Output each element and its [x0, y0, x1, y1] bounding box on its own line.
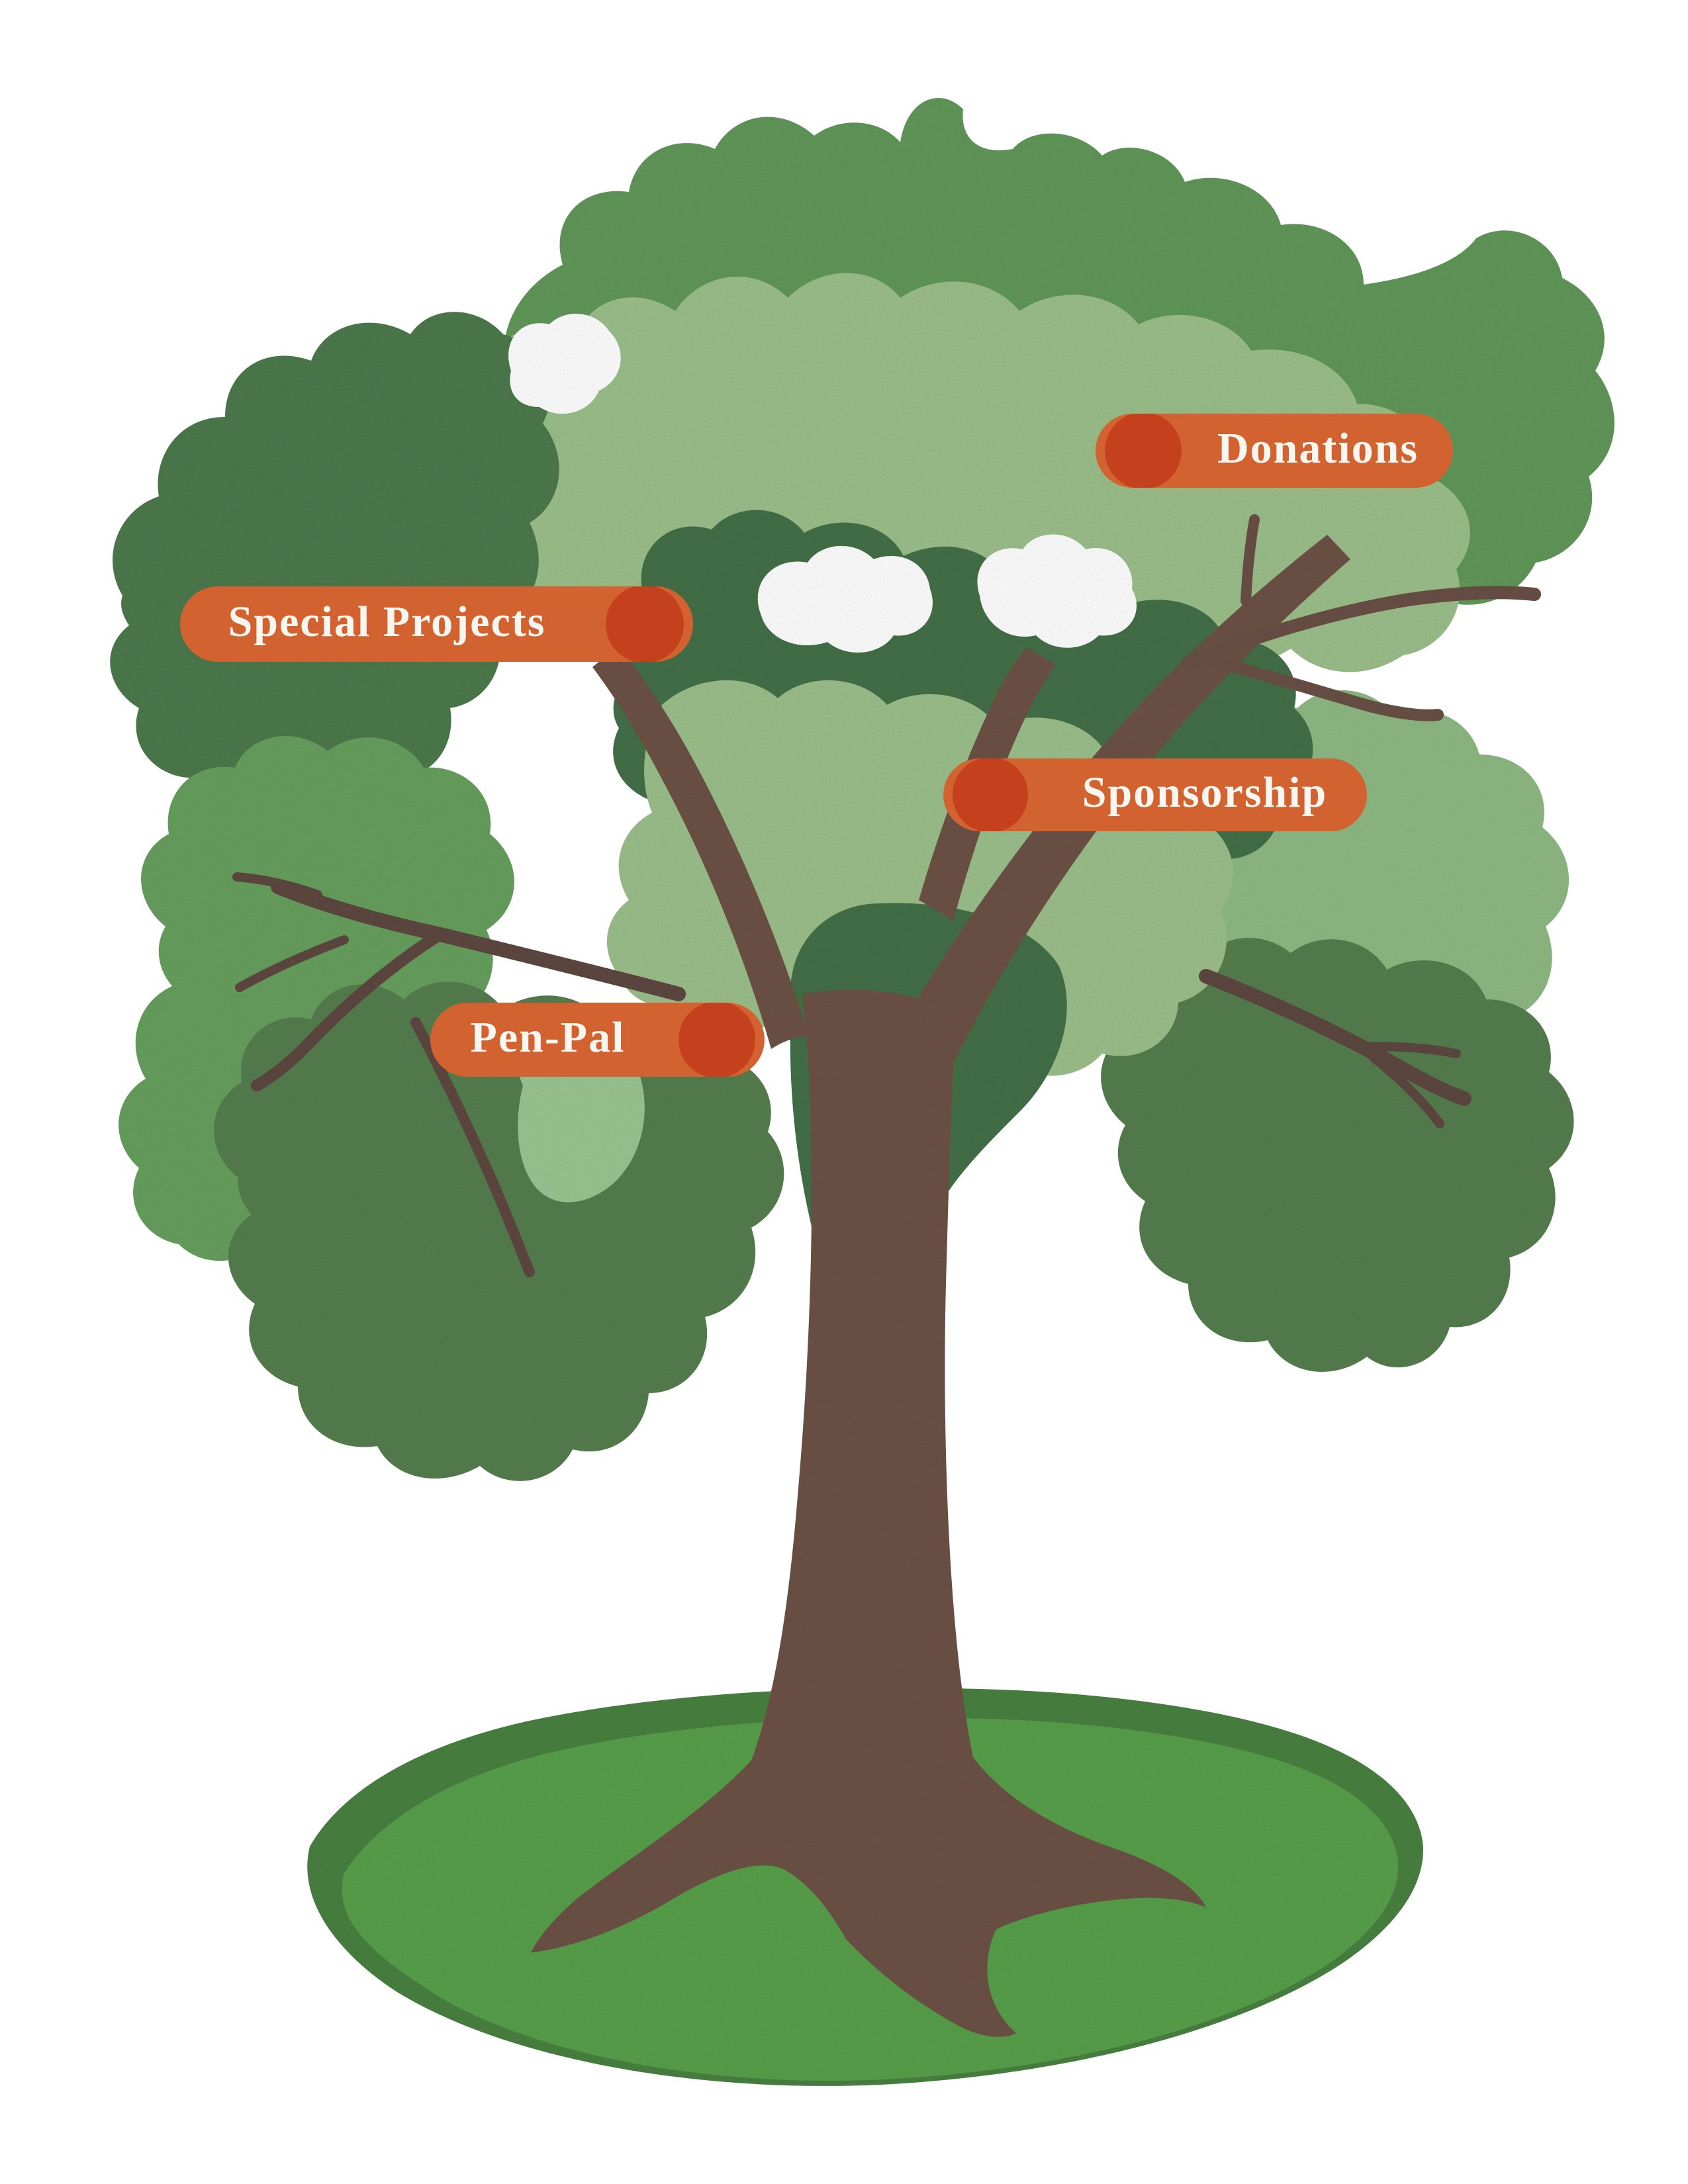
- sponsorship-label[interactable]: Sponsorship: [943, 758, 1367, 831]
- twig-left-stub: [235, 935, 349, 992]
- branch-up-right: [867, 535, 1350, 1107]
- canopy-dark-left: [110, 312, 559, 816]
- white-hole-right: [977, 534, 1137, 648]
- sponsorship-text: Sponsorship: [1082, 768, 1328, 817]
- special-projects-dot-icon: [606, 586, 684, 662]
- twig-pen-pal: [410, 1017, 535, 1277]
- white-hole-top-left: [508, 313, 621, 414]
- pen-pal-text: Pen-Pal: [470, 1013, 626, 1062]
- twig-bottom-right-main: [1199, 969, 1472, 1106]
- twig-bottom-right-up: [1354, 1042, 1461, 1058]
- special-projects-text: Special Projects: [228, 598, 546, 646]
- donations-text: Donations: [1217, 424, 1419, 473]
- twig-left-main: [271, 880, 686, 1001]
- twig-bottom-right-down: [1369, 1053, 1444, 1128]
- canopy-light-band: [346, 273, 1470, 672]
- pen-pal-label[interactable]: Pen-Pal: [430, 1003, 765, 1077]
- twig-up-stub: [1241, 514, 1260, 606]
- branch-up-left: [592, 645, 809, 1049]
- canopy-bottom-right: [1101, 938, 1574, 1372]
- twig-left-fork-tip: [232, 872, 322, 899]
- pen-pal-dot-icon: [679, 1003, 755, 1077]
- twig-right-lower: [1189, 651, 1444, 721]
- special-projects-label[interactable]: Special Projects: [180, 586, 693, 662]
- white-hole-left: [757, 545, 933, 653]
- donations-label[interactable]: Donations: [1096, 414, 1453, 488]
- twig-right-upper: [1182, 586, 1541, 670]
- donations-dot-icon: [1105, 414, 1182, 488]
- sponsorship-dot-icon: [953, 758, 1028, 831]
- twig-left-fork-down: [251, 929, 446, 1091]
- tree-trunk: [531, 989, 1206, 2037]
